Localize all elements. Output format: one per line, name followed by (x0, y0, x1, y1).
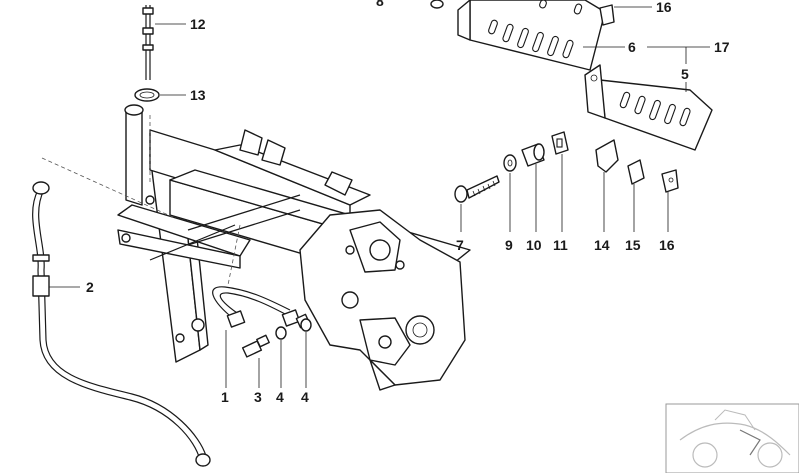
label-15: 15 (625, 237, 641, 253)
washer-part (503, 154, 517, 172)
label-1: 1 (221, 389, 229, 405)
label-4a: 4 (276, 389, 284, 405)
thumbnail-inset (665, 403, 799, 473)
heat-shield-2-part (584, 64, 713, 151)
label-17: 17 (714, 39, 730, 55)
label-8: 8 (376, 0, 384, 9)
label-10: 10 (526, 237, 542, 253)
rubber-mount-hole (556, 138, 563, 148)
washer-hole (507, 159, 513, 167)
label-16b: 16 (659, 237, 675, 253)
label-12: 12 (190, 16, 206, 32)
clip-8-part (430, 0, 444, 9)
clip-14-part (595, 139, 619, 173)
label-14: 14 (594, 237, 610, 253)
label-5: 5 (681, 66, 689, 82)
o-ring-part (134, 88, 160, 102)
clip-16-hole (668, 177, 674, 183)
label-11: 11 (553, 237, 568, 253)
label-4b: 4 (301, 389, 309, 405)
dipstick-part (142, 5, 154, 80)
label-6: 6 (628, 39, 636, 55)
clip-15-part (627, 159, 645, 185)
dashed-ref-line-1 (41, 157, 176, 219)
label-9: 9 (505, 237, 513, 253)
clip-16-part (661, 169, 679, 193)
sealing-washer-part (275, 318, 312, 340)
banjo-bolt-part (241, 313, 311, 358)
clip-16-top-part (599, 4, 615, 26)
o-ring-inner (139, 91, 155, 99)
banjo-hose-part (191, 286, 301, 332)
frame-part (117, 104, 471, 391)
screw-part (454, 175, 500, 203)
label-7: 7 (456, 237, 464, 253)
dashed-ref-line-3 (227, 224, 241, 286)
oil-line-part (32, 181, 211, 467)
label-2: 2 (86, 279, 94, 295)
heat-shield-part (457, 0, 606, 71)
label-16a: 16 (656, 0, 672, 15)
label-3: 3 (254, 389, 262, 405)
label-13: 13 (190, 87, 206, 103)
spacer-bushing-part (521, 143, 545, 167)
